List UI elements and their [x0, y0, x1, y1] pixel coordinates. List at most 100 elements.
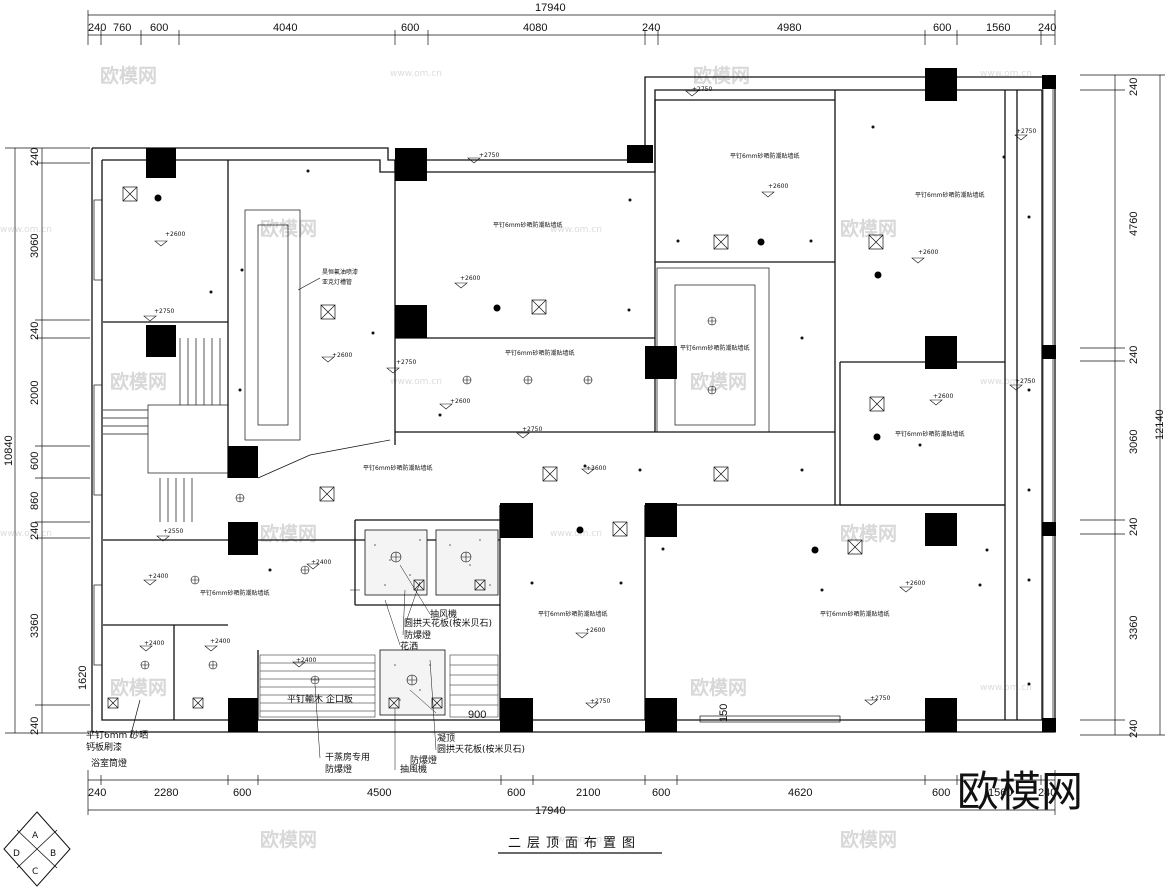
watermark-url: www.om.cn	[980, 683, 1032, 693]
level-label: +2400	[148, 573, 168, 580]
note-shower: 花洒	[400, 640, 418, 652]
level-label: +2750	[1016, 128, 1036, 135]
dim-top: 1560	[986, 22, 1010, 34]
dim-left: 240	[29, 148, 41, 166]
level-label: +2750	[396, 359, 416, 366]
note-sauna-lamp: 防爆燈	[325, 763, 352, 775]
dim-left: 1620	[77, 666, 89, 690]
watermark-url: www.om.cn	[550, 835, 602, 845]
watermark: 欧模网	[693, 64, 750, 87]
watermark: 欧模网	[840, 828, 897, 851]
dim-top: 600	[933, 22, 951, 34]
level-label: +2600	[933, 393, 953, 400]
watermark: 欧模网	[260, 522, 317, 545]
dim-bottom: 1560	[988, 787, 1012, 799]
arch-ceiling-panels	[364, 529, 499, 716]
level-label: +2750	[590, 698, 610, 705]
dim-inner: 150	[718, 704, 730, 722]
level-label: +3600	[586, 465, 606, 472]
watermark: 欧模网	[690, 676, 747, 699]
level-label: +2600	[768, 183, 788, 190]
note-acrylic: 亚克灯槽管	[322, 278, 352, 286]
note-bath-lamp: 浴室筒燈	[91, 757, 127, 769]
watermark: 欧模网	[110, 676, 167, 699]
compass-label: A	[32, 831, 39, 841]
brand-logo-text: 欧模网	[957, 767, 1083, 816]
dim-left: 3060	[29, 234, 41, 258]
watermark: 欧模网	[260, 217, 317, 240]
dim-right: 3060	[1128, 430, 1140, 454]
dim-bottom: 4500	[367, 787, 391, 799]
dim-left: 240	[29, 717, 41, 735]
level-label: +2600	[450, 398, 470, 405]
dim-right: 4760	[1128, 212, 1140, 236]
dim-top: 240	[642, 22, 660, 34]
walls	[91, 76, 1056, 733]
dim-bottom: 600	[932, 787, 950, 799]
room-notes: 平钉6mm砂晒防潮贴墙纸 平钉6mm砂晒防潮贴墙纸 平钉6mm砂晒防潮贴墙纸 平…	[200, 152, 985, 618]
watermark-url: www.om.cn	[980, 377, 1032, 387]
wood-slat-ceiling	[259, 654, 499, 718]
note-board: 平钉6mm砂晒防潮贴墙纸	[915, 191, 985, 199]
dim-bottom: 240	[88, 787, 106, 799]
dim-top: 600	[150, 22, 168, 34]
dim-top: 760	[113, 22, 131, 34]
note-bath: 钙板刷漆	[86, 741, 122, 753]
dim-bottom: 2100	[576, 787, 600, 799]
ceiling-lights	[107, 186, 885, 709]
note-board: 平钉6mm砂晒防潮贴墙纸	[895, 430, 965, 438]
watermark-layer: 欧模网 欧模网 www.om.cn www.om.cn 欧模网 欧模网 www.…	[0, 64, 1032, 851]
watermark: 欧模网	[260, 828, 317, 851]
note-explosion-lamp2: 防爆燈	[410, 754, 437, 766]
compass-label: C	[32, 867, 38, 877]
star-marks	[209, 125, 1031, 686]
dim-bottom: 4620	[788, 787, 812, 799]
dim-right-total: 12140	[1154, 409, 1166, 440]
dim-bottom: 600	[652, 787, 670, 799]
note-fan2: 抽風機	[400, 763, 427, 775]
dim-top: 240	[88, 22, 106, 34]
bottom-dimensions: 240 2280 600 4500 600 2100 600 4620 600 …	[87, 770, 1056, 817]
note-board: 平钉6mm砂晒防潮贴墙纸	[200, 589, 270, 597]
dim-top: 4980	[777, 22, 801, 34]
watermark-url: www.om.cn	[390, 377, 442, 387]
note-explosion-lamp: 防爆燈	[404, 629, 431, 641]
note-board: 平钉6mm砂晒防潮贴墙纸	[505, 349, 575, 357]
level-label: +2400	[144, 640, 164, 647]
dim-bottom: 2280	[154, 787, 178, 799]
dim-top-total: 17940	[535, 2, 566, 14]
level-label: +2750	[154, 308, 174, 315]
note-ceiling3: 圆拱天花板(桉米贝石)	[437, 743, 525, 755]
watermark-url: www.om.cn	[0, 225, 52, 235]
note-ceiling: 圆拱天花板(桉米贝石)	[404, 617, 492, 629]
note-board: 平钉6mm砂晒防潮贴墙纸	[820, 610, 890, 618]
level-label: +2750	[522, 426, 542, 433]
watermark-url: www.om.cn	[390, 69, 442, 79]
watermark-url: www.om.cn	[550, 225, 602, 235]
drawing-title-text: 二层顶面布置图	[508, 836, 641, 851]
dim-bottom: 240	[1038, 787, 1056, 799]
right-dimensions: 240 4760 240 3060 240 3360 240 12140	[1080, 74, 1166, 738]
note-ceiling2: 凝顶	[437, 733, 455, 744]
structural-columns	[146, 68, 1056, 732]
watermark-url: www.om.cn	[550, 529, 602, 539]
watermark-url: www.om.cn	[0, 529, 52, 539]
spot-lights	[140, 316, 717, 686]
staircase	[103, 209, 301, 522]
compass-label: B	[50, 849, 56, 859]
note-fan: 抽风機	[430, 608, 457, 620]
dim-top: 4040	[273, 22, 297, 34]
dim-right: 240	[1128, 346, 1140, 364]
leader-notes: 抽风機 圆拱天花板(桉米贝石) 防爆燈 花洒 凝顶 圆拱天花板(桉米贝石) 防爆…	[86, 564, 730, 775]
watermark: 欧模网	[100, 64, 157, 87]
compass-diamond: A B C D	[3, 811, 71, 887]
dim-left: 860	[29, 492, 41, 510]
dim-top: 600	[401, 22, 419, 34]
note-board: 平钉6mm砂晒防潮贴墙纸	[680, 344, 750, 352]
dim-bottom-total: 17940	[535, 805, 566, 817]
level-markers: +2750 +2750 +2600 +2600 +2750 +2600 +260…	[139, 86, 1036, 709]
dim-right: 240	[1128, 78, 1140, 96]
level-label: +2750	[1015, 378, 1035, 385]
dim-top: 240	[1038, 22, 1056, 34]
dim-left: 600	[29, 452, 41, 470]
